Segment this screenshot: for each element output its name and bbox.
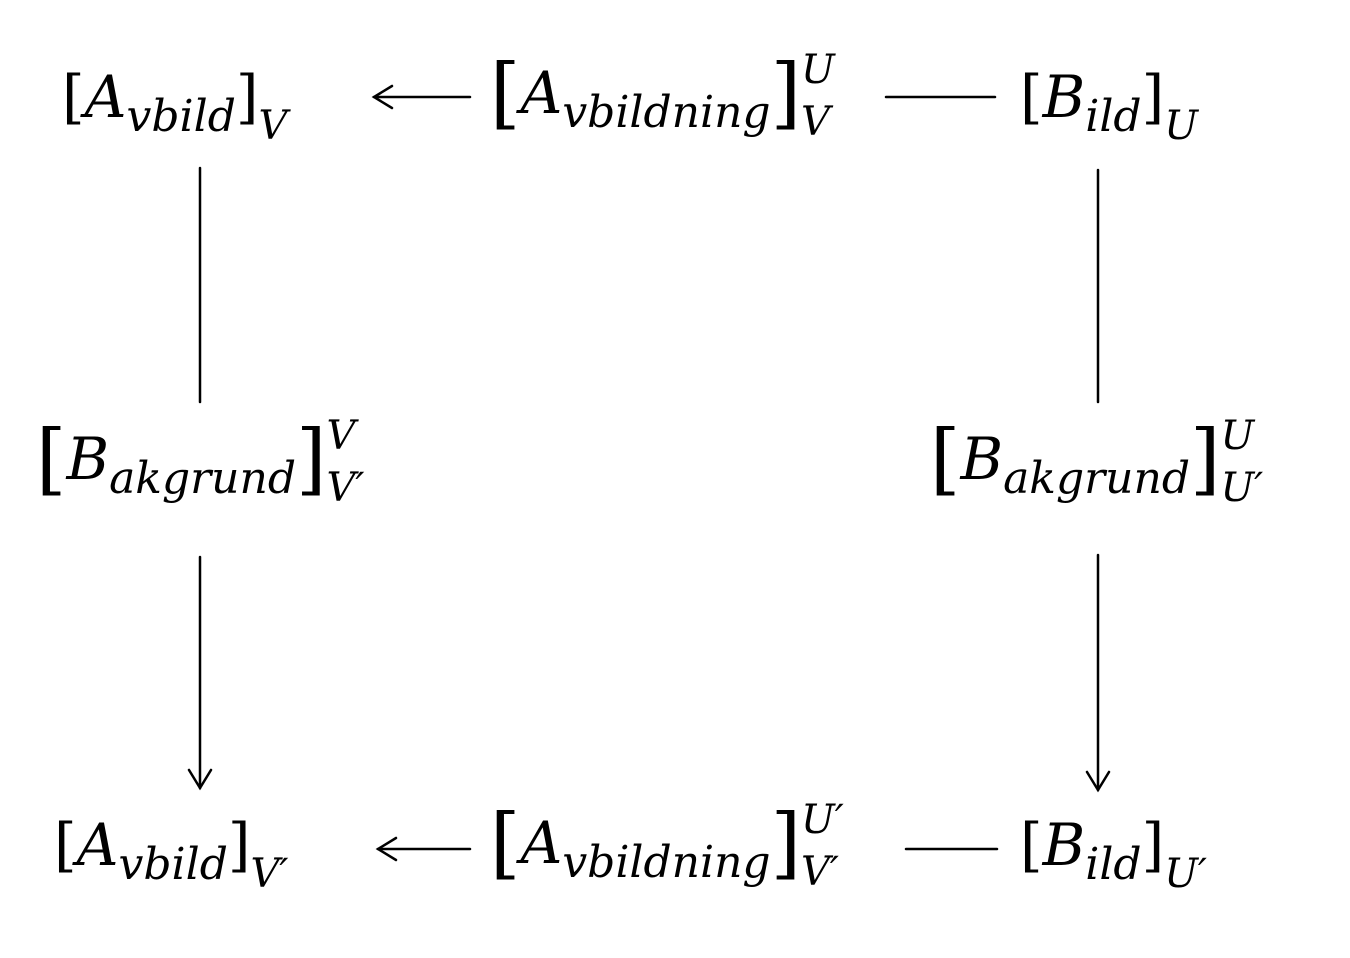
node-top-left: [Avbild]V [62, 68, 287, 146]
bracket-open: [ [1020, 811, 1043, 879]
outer-subscript: V [801, 99, 830, 145]
outer-subscript: V′ [801, 849, 839, 895]
bracket-close: ] [1190, 414, 1221, 505]
subscript: vbild [126, 91, 236, 142]
bracket-close: ] [227, 811, 251, 879]
outer-subscript: V′ [326, 465, 365, 511]
bracket-open: [ [1020, 63, 1043, 131]
node-mid-left: [Bakgrund]V V′ [36, 412, 364, 516]
bracket-close: ] [296, 414, 327, 505]
bracket-open: [ [490, 48, 521, 139]
superscript: U [801, 47, 835, 93]
edge-mid-left-to-bot-left [187, 555, 213, 791]
outer-subscript: V [258, 103, 288, 149]
node-top-right: [Bild]U [1020, 68, 1198, 146]
bracket-open: [ [930, 414, 961, 505]
edge-mid-right-to-bot-right [1085, 553, 1111, 793]
base: A [76, 811, 119, 879]
superscript: U′ [801, 797, 844, 843]
bracket-open: [ [36, 414, 67, 505]
node-mid-right: [Bakgrund]U U′ [930, 412, 1263, 516]
subscript: vbild [118, 839, 228, 890]
bracket-close: ] [770, 48, 802, 139]
subscript: vbildning [562, 837, 771, 889]
outer-subscript: U [1164, 103, 1198, 149]
bracket-close: ] [1141, 63, 1165, 131]
node-bot-mid: [Avbildning]U′ V′ [490, 796, 844, 900]
base: A [520, 809, 563, 878]
bracket-close: ] [1141, 811, 1165, 879]
base: B [66, 425, 110, 494]
subscript: akgrund [109, 453, 296, 505]
bracket-open: [ [490, 798, 521, 889]
bracket-close: ] [770, 798, 802, 889]
bracket-open: [ [62, 63, 85, 131]
node-bot-left: [Avbild]V′ [54, 816, 288, 894]
base: A [520, 59, 563, 128]
subscript: akgrund [1003, 453, 1190, 505]
outer-subscript: U′ [1164, 851, 1208, 897]
superscript: U [1220, 413, 1255, 459]
base: B [1042, 63, 1086, 131]
bracket-close: ] [235, 63, 259, 131]
subscript: ild [1085, 91, 1142, 142]
bracket-open: [ [54, 811, 77, 879]
base: A [84, 63, 127, 131]
superscript: V [326, 413, 356, 459]
outer-subscript: U′ [1220, 465, 1264, 511]
base: B [1042, 811, 1086, 879]
subscript: vbildning [562, 87, 771, 139]
outer-subscript: V′ [250, 851, 289, 897]
edge-bot-mid-to-bot-left [375, 836, 472, 862]
subscript: ild [1085, 839, 1142, 890]
node-bot-right: [Bild]U′ [1020, 816, 1207, 894]
base: B [960, 425, 1004, 494]
edge-top-mid-to-top-left [371, 84, 472, 110]
